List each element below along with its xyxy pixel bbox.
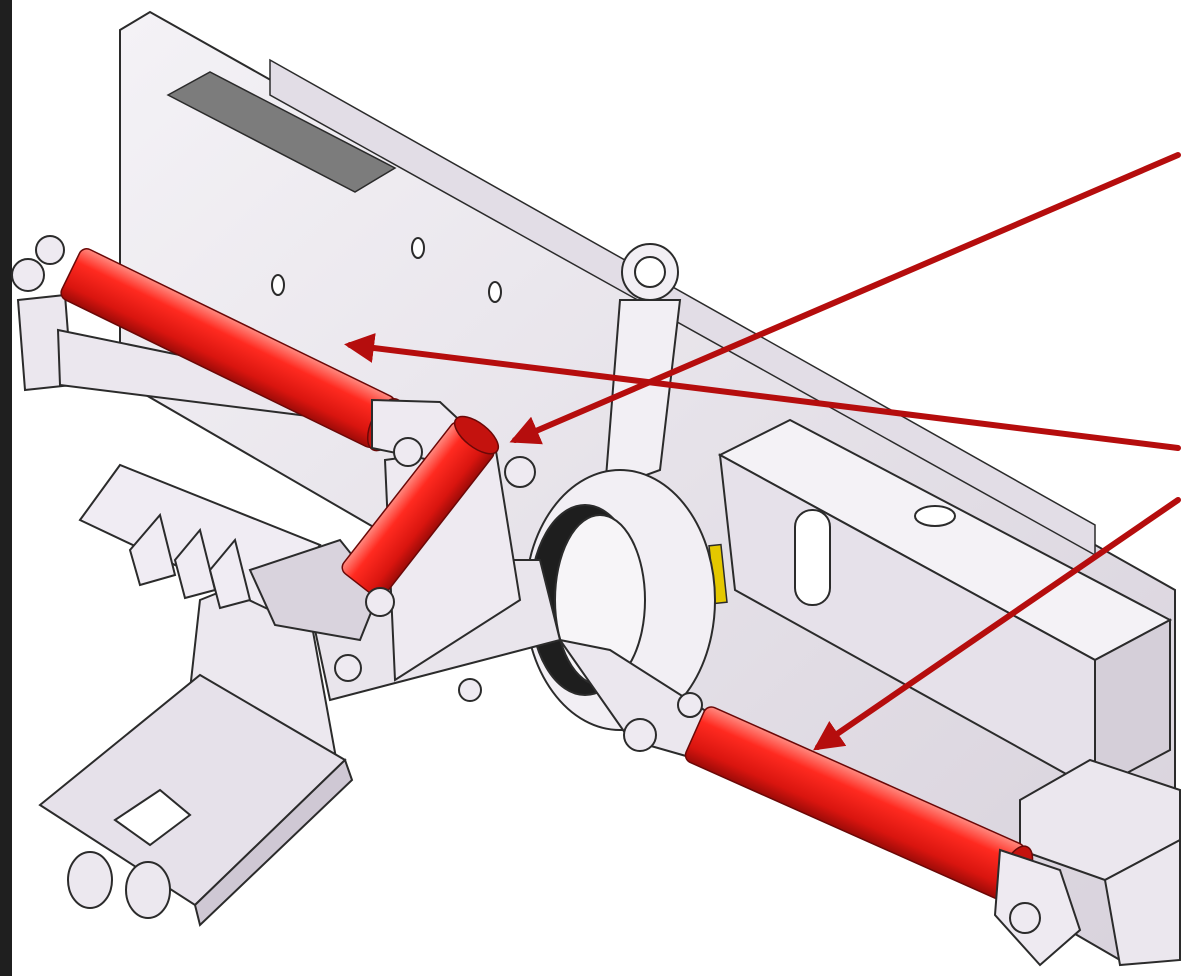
front-tray bbox=[38, 673, 354, 927]
cylinder-center-pins bbox=[334, 456, 536, 702]
plate-holes bbox=[271, 237, 502, 303]
arrow-to-lower-right-cylinder bbox=[813, 497, 1181, 751]
right-mount-bracket bbox=[1019, 758, 1181, 967]
lifting-eye bbox=[603, 243, 682, 492]
callout-arrows bbox=[344, 152, 1181, 751]
label-plate bbox=[166, 71, 397, 193]
cylinder-lower-right-ends bbox=[623, 692, 1082, 967]
arrow-to-upper-left-cylinder bbox=[344, 333, 1181, 451]
cylinder-center bbox=[341, 415, 500, 599]
left-frame-border bbox=[0, 0, 12, 976]
arrow-to-center-cylinder bbox=[509, 152, 1181, 445]
